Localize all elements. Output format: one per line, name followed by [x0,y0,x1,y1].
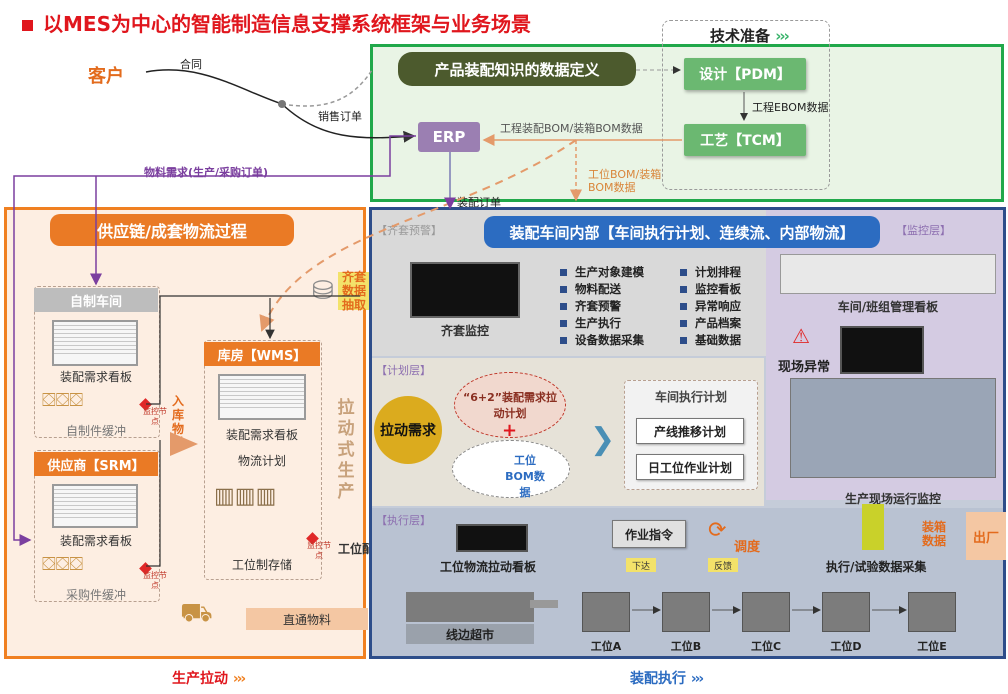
station-bom-label: 工位BOM/装箱BOM数据 [588,168,662,194]
chevron-icon: ››› [775,27,789,45]
line-plan-box: 产线推移计划 [636,418,744,444]
monitor-node-label: 监控节点 [307,541,331,560]
boxes-icon: ⛋⛋⛋ [42,390,84,411]
knowledge-title: 产品装配知识的数据定义 [398,52,636,86]
daily-plan-box: 日工位作业计划 [636,454,744,480]
bottom-left-label: 生产拉动 ››› [172,671,246,687]
wms-head: 库房【WMS】 [204,342,320,366]
feedback-arrow: 反馈 [708,558,738,572]
boxes-icon: ⛋⛋⛋ [42,554,84,575]
tcm-box: 工艺【TCM】 [684,124,806,156]
station-storage-label: 工位制存储 [231,558,292,572]
demand-board-graphic [52,320,138,366]
bom-label: 工程装配BOM/装箱BOM数据 [500,122,643,135]
bullets-left: 生产对象建模 物料配送 齐套预警 生产执行 设备数据采集 [560,264,644,349]
station-a [582,592,630,632]
direct-material-arrow: 直通物料 [246,608,368,630]
chevron-right-icon: ❯ [590,422,616,457]
monitor-node-label: 监控节点 [143,571,167,590]
logistics-plan-label: 物流计划 [237,454,286,468]
station-b [662,592,710,632]
station-e [908,592,956,632]
station-pull-board-label: 工位物流拉动看板 [440,560,537,574]
station-b-label: 工位B [670,640,702,653]
wms-panel [204,340,322,580]
adjust-label: 调度 [734,540,761,555]
station-c-label: 工位C [750,640,782,653]
sales-order-label: 销售订单 [318,110,362,123]
station-c [742,592,790,632]
kit-monitor-label: 齐套监控 [440,324,489,338]
field-monitor-label: 生产现场运行监控 [844,492,941,506]
srm-head: 供应商【SRM】 [34,452,158,476]
customer-label: 客户 [88,66,124,87]
pull-demand-circle: 拉动需求 [374,396,442,464]
monitor-node-label: 监控节点 [143,407,167,426]
tech-prep-title: 技术准备 ››› [710,27,790,45]
workshop-board-label: 车间/班组管理看板 [837,300,939,314]
self-buffer-label: 自制件缓冲 [65,424,126,438]
plan-layer-label: 【计划层】 [376,364,431,377]
contract-label: 合同 [180,58,202,71]
work-order-box: 作业指令 [612,520,686,548]
page-title: 以MES为中心的智能制造信息支撑系统框架与业务场景 [22,8,531,37]
wms-board-label: 装配需求看板 [225,428,298,442]
monitor-layer-label: 【监控层】 [896,224,951,237]
junction-dot [278,100,286,108]
tech-prep-frame [662,20,830,190]
shelf-icon: ▥▥▥ [214,484,277,509]
workshop-board-screens [780,254,996,294]
exec-collect-label: 执行/试验数据采集 [826,560,927,574]
station-e-label: 工位E [917,640,947,653]
up-arrow [862,504,884,550]
truck-icon: ⛟ [180,598,213,628]
demand-board-label: 装配需求看板 [59,370,132,384]
assembly-order-label: 装配订单 [457,196,501,209]
dispatch-arrow: 下达 [626,558,656,572]
srm-board-label: 装配需求看板 [59,534,132,548]
chevron-icon: ››› [690,671,704,687]
station-a-label: 工位A [590,640,622,653]
line-market-graphic [406,592,534,622]
station-bom-oval [452,440,570,498]
refresh-icon: ⟳ [708,518,727,543]
factory-3d-graphic [790,378,996,478]
pdm-box: 设计【PDM】 [684,58,806,90]
pull-plan-oval: “6+2”装配需求拉动计划 [454,372,566,438]
srm-board-graphic [52,484,138,528]
chevron-icon: ››› [232,671,246,687]
field-exception-label: 现场异常 [778,360,831,375]
self-workshop-head: 自制车间 [34,288,158,312]
purchase-buffer-label: 采购件缓冲 [65,588,126,602]
exception-screen [840,326,924,374]
line-market-label: 线边超市 [406,624,534,644]
station-d-label: 工位D [830,640,862,653]
out-arrow: 出厂 [966,512,1006,560]
exec-plan-title: 车间执行计划 [654,390,727,404]
alarm-icon: ⚠ [792,324,810,348]
supply-title: 供应链/成套物流过程 [50,214,294,246]
assembly-title: 装配车间内部【车间执行计划、连续流、内部物流】 [484,216,880,248]
station-pull-screen [456,524,528,552]
bullets-right: 计划排程 监控看板 异常响应 产品档案 基础数据 [680,264,741,349]
station-d [822,592,870,632]
packing-data-label: 装箱数据 [922,520,947,548]
exec-layer-label: 【执行层】 [376,514,431,527]
ebom-label: 工程EBOM数据 [752,101,829,114]
station-bom-oval-label: 工位BOM数据 [505,454,545,499]
pull-production-label: 拉动式生产 [337,398,355,502]
inbound-arrow [170,432,198,456]
erp-box: ERP [418,122,480,152]
wms-board-graphic [218,374,306,420]
kit-monitor-screen [410,262,520,318]
plus-sign: + [502,420,518,441]
bottom-right-label: 装配执行 ››› [630,671,704,687]
database-icon: ⛁ [312,276,334,306]
kit-extract-label: 齐套数据抽取 [338,270,370,312]
